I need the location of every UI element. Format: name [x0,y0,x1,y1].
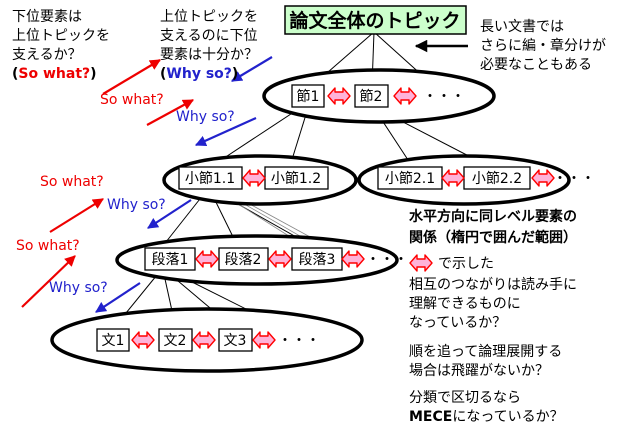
legend-line: MECEになっているか？ [409,409,564,425]
why-so-label: Why so? [107,197,166,213]
level4-ellipsis: ・・・ [278,333,320,349]
node-box [218,328,253,352]
node-box [144,247,196,271]
legend-line: 場合は飛躍がないか？ [409,363,549,379]
mece-emphasis: MECE [409,409,452,425]
top-mid-note: 上位トピックを 支えるのに下位 要素は十分か？ (Why so?) [160,9,258,82]
note-line: 上位トピックを [12,28,110,44]
so-what-emphasis: So what? [18,66,90,82]
note-line: 長い文書では [480,19,564,35]
sentence-3-label: 文3 [224,333,247,349]
legend-line: 理解できるものに [409,296,521,312]
note-line: さらに編・章分けが [480,37,606,54]
paragraph-2-label: 段落2 [225,252,262,268]
legend-heading: 水平方向に同レベル要素の [409,208,577,225]
root-topic-label: 論文全体のトピック [289,9,460,32]
legend-link-arrow [409,254,433,272]
level3-ellipsis: ・・・ [366,252,408,268]
legend-line: 分類で区切るなら [409,390,521,406]
note-line: 要素は十分か？ [160,47,258,63]
note-line: 上位トピックを [160,9,258,25]
legend-line: なっているか？ [409,315,506,331]
legend-line: 順を追って論理展開する [409,344,562,360]
top-right-note: 長い文書では さらに編・章分けが 必要なこともある [480,19,606,73]
legend: 水平方向に同レベル要素の 関係（楕円で囲んだ範囲） で示した 相互のつながりは読… [409,208,577,425]
why-so-arrows [95,56,273,313]
legend-symbol-text: で示した [438,256,494,272]
node-box [218,247,269,271]
subsection-1-2-label: 小節1.2 [271,170,321,187]
sentence-2-label: 文2 [164,333,187,349]
note-line: 下位要素は [12,9,82,25]
legend-heading: 関係（楕円で囲んだ範囲） [409,229,577,246]
why-so-label: Why so? [49,280,108,296]
subsection-2-2-label: 小節2.2 [472,170,522,187]
legend-line: 相互のつながりは読み手に [409,276,577,293]
level2-ellipsis: ・・・ [553,171,595,187]
paragraph-3-label: 段落3 [299,252,336,268]
subsection-1-1-label: 小節1.1 [185,170,235,187]
note-line: (Why so?) [160,66,238,82]
top-left-note: 下位要素は 上位トピックを 支えるか？ (So what?) [12,9,110,82]
note-line: 支えるのに下位 [160,28,258,44]
so-what-arrows [21,59,194,308]
root-topic-box [284,5,467,35]
why-so-emphasis: Why so? [166,66,231,82]
note-line: (So what?) [12,66,97,82]
node-box [96,328,130,352]
section-1-label: 節1 [297,88,320,105]
sentence-1-label: 文1 [102,333,125,349]
level1-ellipsis: ・・・ [423,89,465,105]
node-box [158,328,193,352]
so-what-label: So what? [40,174,104,190]
section-2-label: 節2 [360,88,383,105]
node-box [291,84,325,108]
subsection-2-1-label: 小節2.1 [385,170,435,187]
paragraph-1-label: 段落1 [152,252,189,268]
node-box [178,166,243,190]
note-line: 必要なこともある [480,57,592,73]
so-what-label: So what? [16,238,80,254]
note-line: 支えるか？ [12,47,82,63]
node-box [354,84,389,108]
so-what-label: So what? [100,92,164,108]
why-so-label: Why so? [176,109,235,125]
